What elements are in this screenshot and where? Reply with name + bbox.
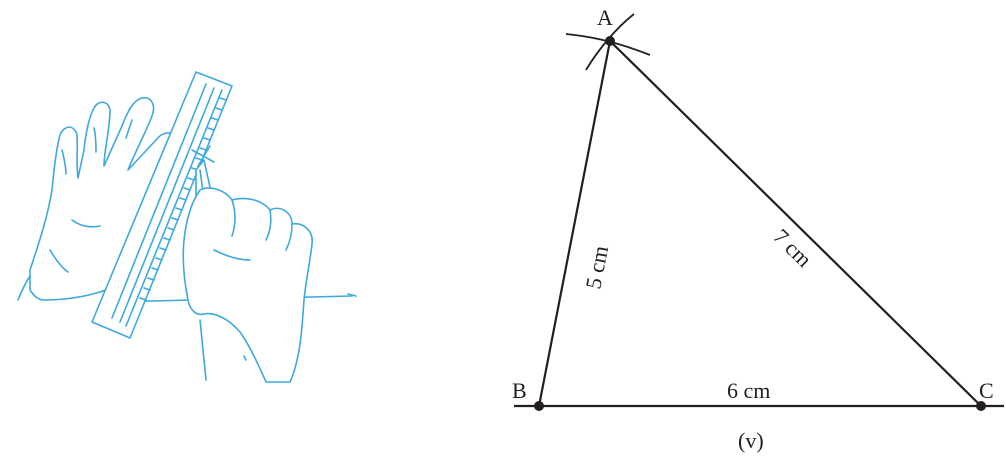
right-hand-icon bbox=[182, 187, 313, 383]
hands-ruler-pencil-icon bbox=[17, 71, 357, 383]
vertex-b-point bbox=[534, 401, 544, 411]
vertex-a-point bbox=[605, 36, 615, 46]
triangle-construction: A B C 5 cm 7 cm 6 cm (v) bbox=[512, 5, 1004, 453]
side-bc-length-label: 6 cm bbox=[727, 378, 770, 403]
vertex-a-label: A bbox=[597, 5, 613, 30]
vertex-c-label: C bbox=[979, 378, 994, 403]
vertex-c-point bbox=[976, 401, 986, 411]
figure-caption: (v) bbox=[738, 428, 764, 453]
side-ab bbox=[537, 40, 612, 407]
side-ac-length-label: 7 cm bbox=[768, 224, 816, 272]
ruler-icon bbox=[91, 71, 233, 339]
side-ac bbox=[609, 40, 982, 407]
construction-arc-from-b bbox=[565, 33, 651, 56]
side-ab-length-label: 5 cm bbox=[580, 244, 613, 291]
vertex-b-label: B bbox=[512, 378, 527, 403]
